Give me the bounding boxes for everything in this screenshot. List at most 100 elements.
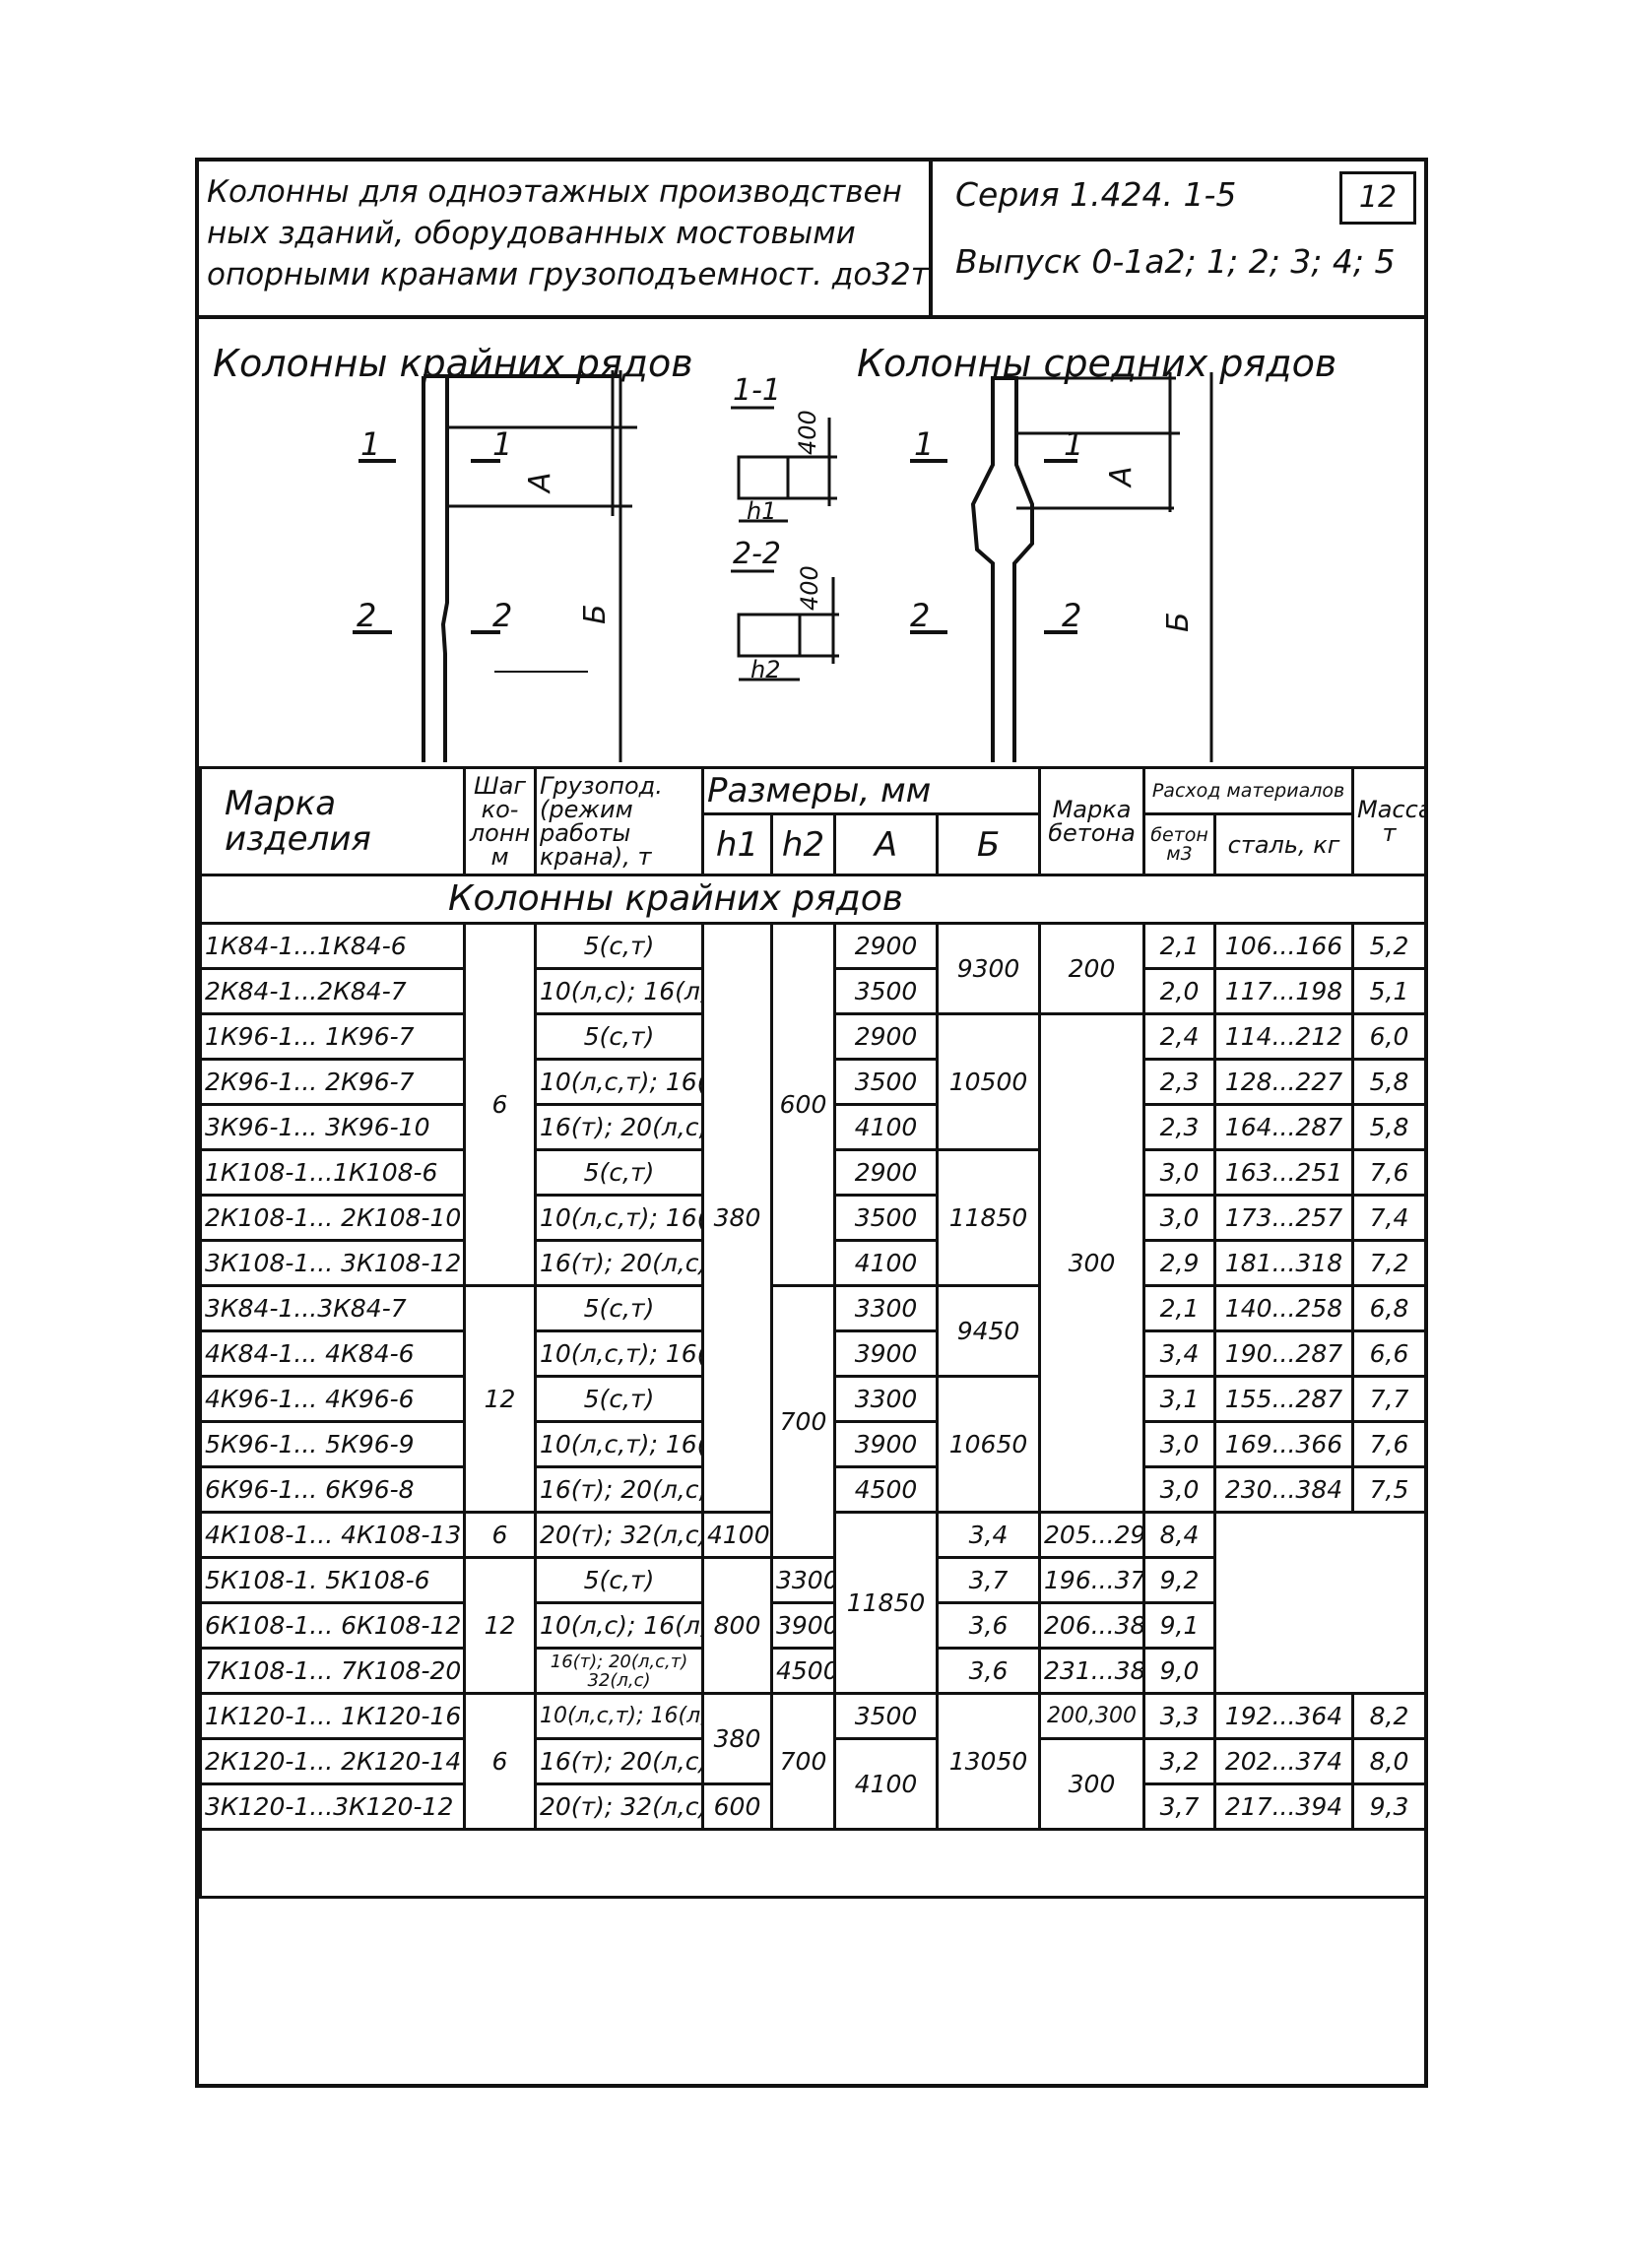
cell-m3: 3,2 xyxy=(1142,1737,1217,1785)
cell-mark: 1К120-1... 1К120-16 xyxy=(199,1692,466,1740)
cell-A: 4100 xyxy=(701,1511,773,1559)
section-mark: 2 xyxy=(492,597,512,634)
dimension-A: А xyxy=(523,472,557,494)
cell-m3: 3,4 xyxy=(1142,1329,1217,1378)
cell-m3: 2,3 xyxy=(1142,1058,1217,1106)
cell-h1: 600 xyxy=(701,1782,773,1831)
col-header-steel-kg: сталь, кг xyxy=(1213,812,1355,876)
cell-m3: 3,0 xyxy=(1142,1148,1217,1197)
cell-mark: 2К96-1... 2К96-7 xyxy=(199,1058,466,1106)
section-2-width: h2 xyxy=(750,656,780,683)
cell-mass: 7,6 xyxy=(1351,1420,1428,1468)
cell-kg: 206...387 xyxy=(1038,1601,1146,1650)
col-header-consumption: Расход материалов xyxy=(1142,766,1355,815)
issue-label: Выпуск 0-1а2; 1; 2; 3; 4; 5 xyxy=(955,242,1396,281)
col-header-mass: Масса, т xyxy=(1351,766,1428,876)
cell-m3: 2,0 xyxy=(1142,967,1217,1015)
cell-kg: 173...257 xyxy=(1213,1194,1355,1242)
cell-capacity: 16(т); 20(л,с,т) xyxy=(534,1103,704,1151)
section-mark: 2 xyxy=(910,597,930,634)
cell-mark: 3К96-1... 3К96-10 xyxy=(199,1103,466,1151)
title-line: Колонны для одноэтажных производствен xyxy=(207,174,902,210)
cell-mark: 1К96-1... 1К96-7 xyxy=(199,1012,466,1061)
cell-m3: 3,0 xyxy=(1142,1465,1217,1514)
cell-B: 13050 xyxy=(935,1692,1042,1831)
cell-A: 3300 xyxy=(833,1284,939,1332)
cell-mark: 3К120-1...3К120-12 xyxy=(199,1782,466,1831)
col-header-A: А xyxy=(833,812,939,876)
cell-capacity: 10(л,с,т); 16(л,с) xyxy=(534,1420,704,1468)
col-header-step: Шаг ко-лонн м xyxy=(463,766,537,876)
table-row: 2К96-1... 2К96-7 10(л,с,т); 16(л,с) 3500… xyxy=(199,1058,1428,1106)
header-text: Марка изделия xyxy=(225,784,371,859)
section-1-label: 1-1 xyxy=(733,373,781,408)
cell-h1: 380 xyxy=(701,922,773,1514)
cell-mark: 6К96-1... 6К96-8 xyxy=(199,1465,466,1514)
section-1-width: h1 xyxy=(747,497,776,525)
cell-capacity: 10(л,с,т); 16(л,с) xyxy=(534,1329,704,1378)
cell-mark: 4К84-1... 4К84-6 xyxy=(199,1329,466,1378)
cell-A: 4100 xyxy=(833,1103,939,1151)
cell-kg: 192...364 xyxy=(1213,1692,1355,1740)
cell-A: 2900 xyxy=(833,1012,939,1061)
col-header-concrete-m3: бетон м3 xyxy=(1142,812,1217,876)
cell-A: 3900 xyxy=(833,1329,939,1378)
col-header-h2: h2 xyxy=(770,812,836,876)
title-block: Колонны для одноэтажных производствен ны… xyxy=(199,162,1424,319)
table-row: 3К108-1... 3К108-12 16(т); 20(л,с) 4100 … xyxy=(199,1239,1428,1287)
cell-kg: 128...227 xyxy=(1213,1058,1355,1106)
cell-mark: 3К108-1... 3К108-12 xyxy=(199,1239,466,1287)
sheet-number: 12 xyxy=(1339,171,1416,225)
cell-kg: 230...384 xyxy=(1213,1465,1355,1514)
col-header-B: Б xyxy=(935,812,1042,876)
cell-mark: 5К96-1... 5К96-9 xyxy=(199,1420,466,1468)
cell-A: 3300 xyxy=(833,1375,939,1423)
table-row: 3К96-1... 3К96-10 16(т); 20(л,с,т) 4100 … xyxy=(199,1103,1428,1151)
cell-B: 9450 xyxy=(935,1284,1042,1378)
cell-mark: 1К108-1...1К108-6 xyxy=(199,1148,466,1197)
cell-capacity: 5(с,т) xyxy=(534,1148,704,1197)
cell-mark: 5К108-1. 5К108-6 xyxy=(199,1556,466,1604)
cell-m3: 3,0 xyxy=(1142,1420,1217,1468)
cell-B: 11850 xyxy=(935,1148,1042,1287)
table-row: 3К120-1...3К120-12 20(т); 32(л,с) 600 3,… xyxy=(199,1782,1428,1831)
title-line: ных зданий, оборудованных мостовыми xyxy=(207,216,856,251)
cell-mass: 8,4 xyxy=(1142,1511,1217,1559)
table-row: 1К84-1...1К84-6 6 5(с,т) 380 600 2900 93… xyxy=(199,922,1428,1514)
cell-mass: 6,8 xyxy=(1351,1284,1428,1332)
cell-h1: 380 xyxy=(701,1692,773,1785)
cell-capacity: 5(с,т) xyxy=(534,1012,704,1061)
cell-kg: 163...251 xyxy=(1213,1148,1355,1197)
cell-mark: 2К84-1...2К84-7 xyxy=(199,967,466,1015)
cell-m3: 2,9 xyxy=(1142,1239,1217,1287)
cell-step: 12 xyxy=(463,1284,537,1514)
cell-A: 3500 xyxy=(833,1194,939,1242)
diagram-svg: Колонны крайних рядов Колонны средних ря… xyxy=(213,342,1336,815)
cell-m3: 3,1 xyxy=(1142,1375,1217,1423)
document-title: Колонны для одноэтажных производствен ны… xyxy=(199,162,933,315)
cell-mark: 6К108-1... 6К108-12 xyxy=(199,1601,466,1650)
cell-kg: 181...318 xyxy=(1213,1239,1355,1287)
cell-A: 3500 xyxy=(833,967,939,1015)
cell-kg: 140...258 xyxy=(1213,1284,1355,1332)
section-mark: 1 xyxy=(914,425,934,463)
cell-B: 10500 xyxy=(935,1012,1042,1151)
cell-mass: 7,7 xyxy=(1351,1375,1428,1423)
cell-A: 2900 xyxy=(833,922,939,970)
table-row: 7К108-1... 7К108-20 16(т); 20(л,с,т) 32(… xyxy=(199,1647,1426,1695)
cell-h2: 700 xyxy=(770,1284,836,1559)
middle-column-drawing xyxy=(910,372,1215,815)
cell-capacity: 16(т); 20(л,с,т) xyxy=(534,1465,704,1514)
cell-step: 12 xyxy=(463,1556,537,1695)
col-header-h1: h1 xyxy=(701,812,773,876)
cell-concrete: 200,300 xyxy=(1038,1692,1146,1740)
cell-mass: 9,0 xyxy=(1142,1647,1217,1695)
cell-capacity: 16(т); 20(л,с,т) 32(л,с) xyxy=(534,1647,704,1695)
cell-mark: 2К120-1... 2К120-14 xyxy=(199,1737,466,1785)
table-row: 4К96-1... 4К96-6 5(с,т) 3300 10650 3,1 1… xyxy=(199,1375,1428,1514)
cell-step: 6 xyxy=(463,1692,537,1831)
cell-m3: 3,6 xyxy=(935,1647,1042,1695)
section-1-height: 400 xyxy=(794,410,821,455)
dimension-B: Б xyxy=(578,604,613,624)
cell-h2: 700 xyxy=(770,1692,836,1831)
